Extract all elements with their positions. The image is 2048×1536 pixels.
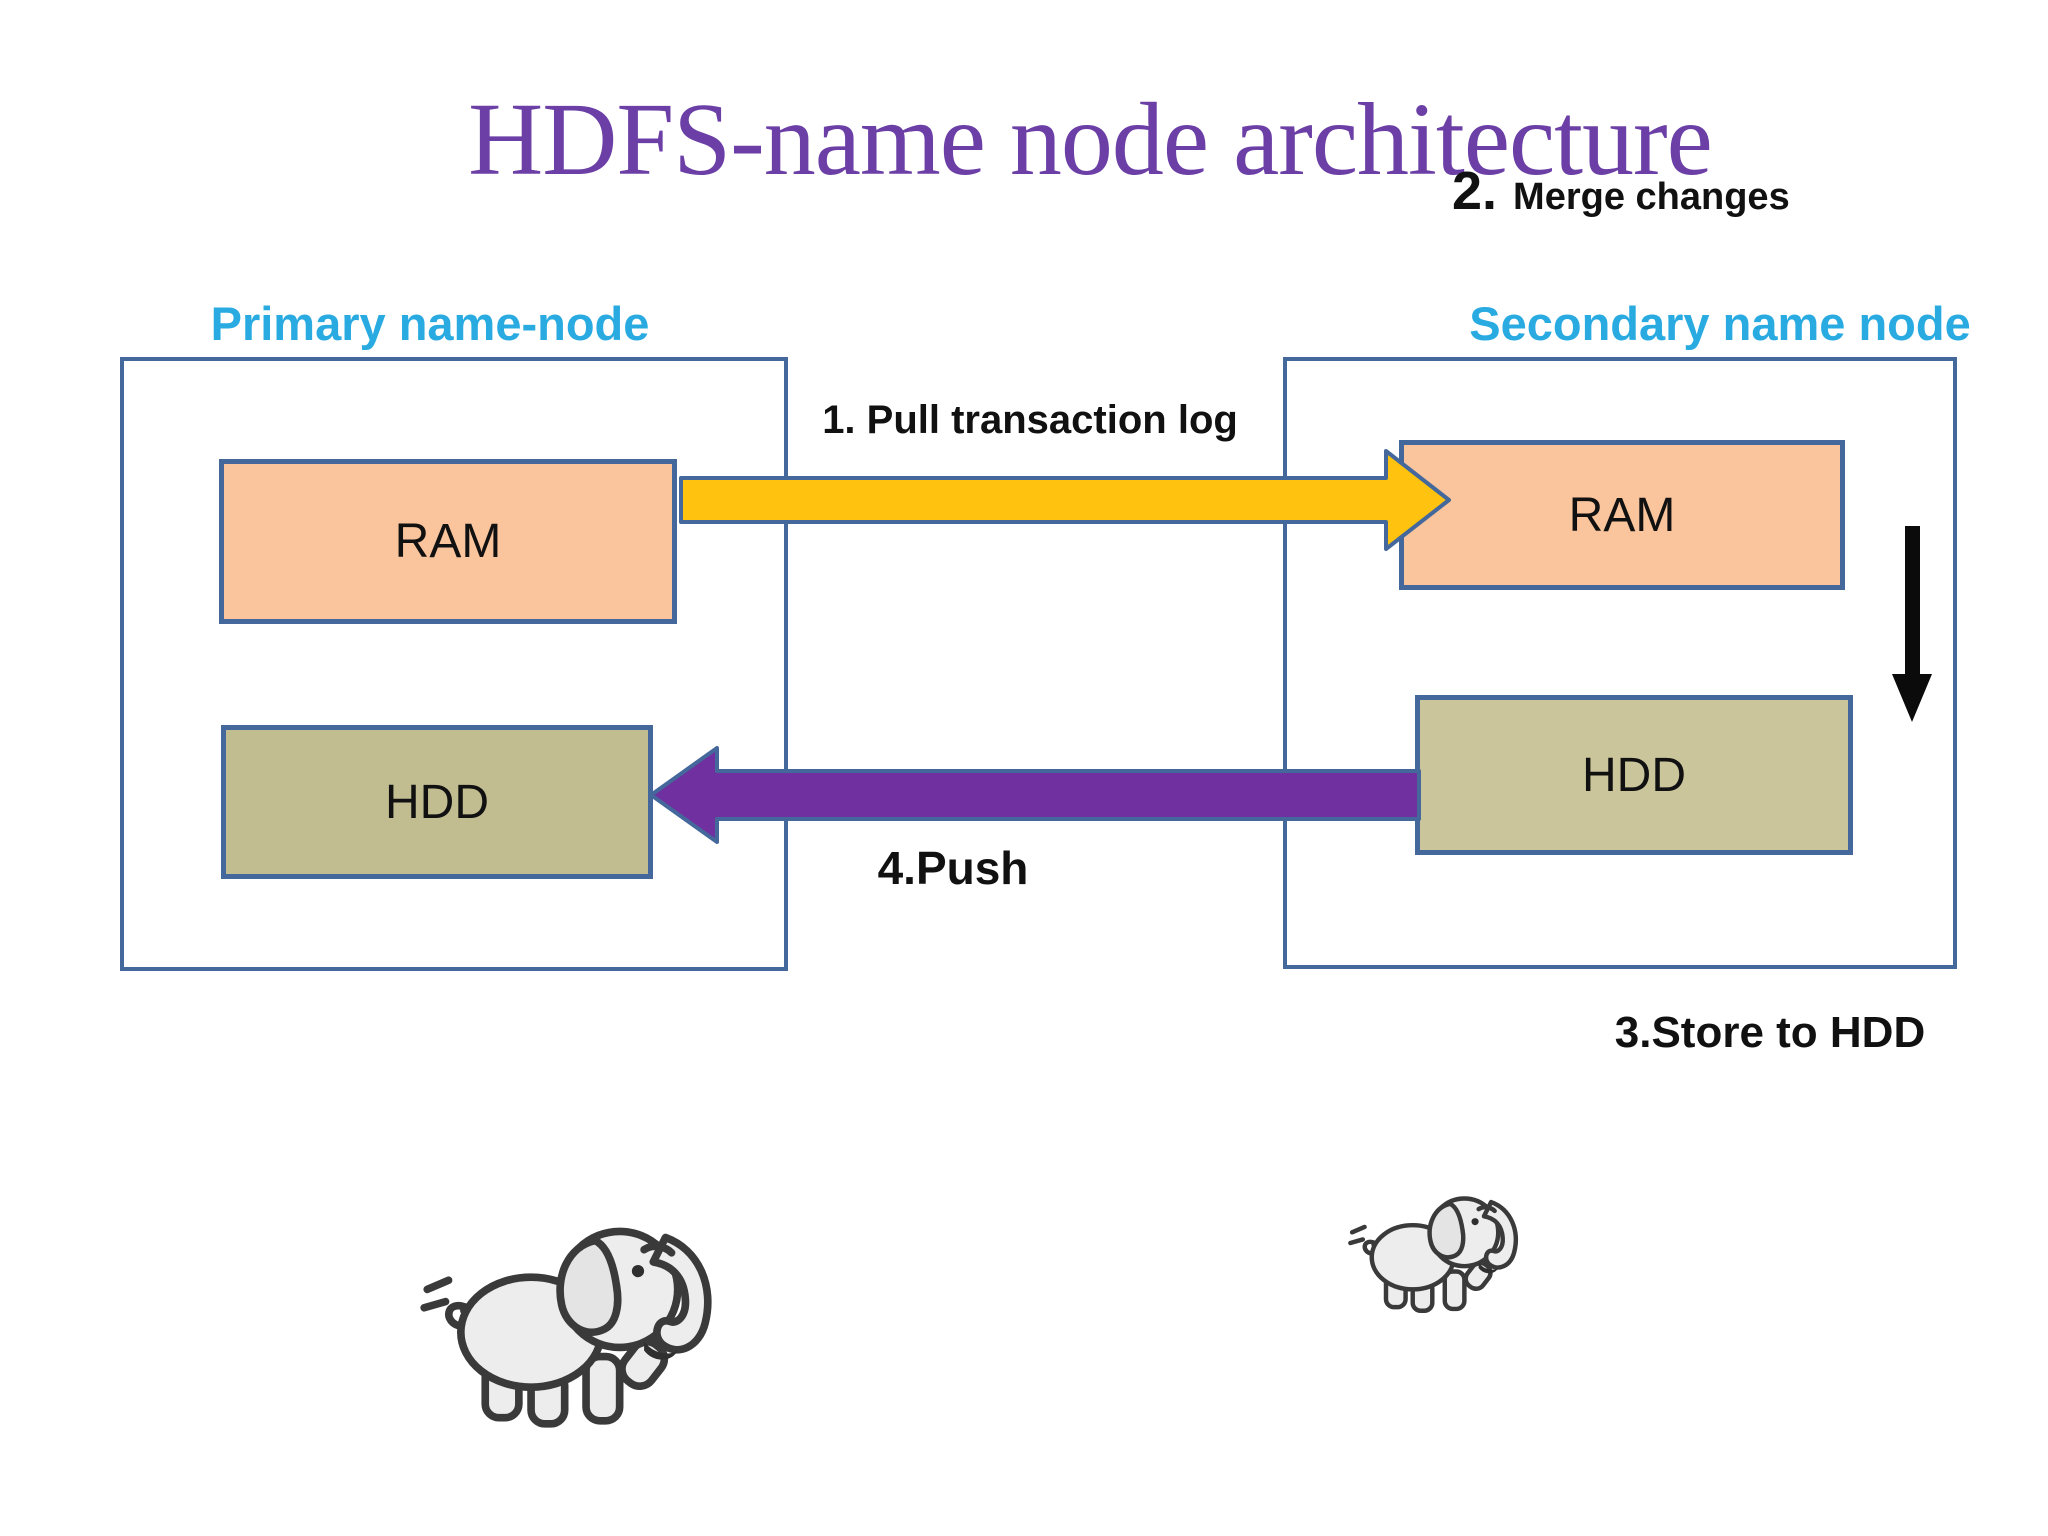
secondary-node-label: Secondary name node [1469,297,1971,350]
secondary-ram-label: RAM [1568,488,1676,542]
primary-hdd-label: HDD [385,775,489,829]
primary-ram-label: RAM [394,515,502,568]
pull-step-label: 1. Pull transaction log [822,398,1238,442]
store-step-label: 3.Store to HDD [1614,1008,1926,1057]
secondary-hdd-label: HDD [1582,748,1686,802]
merge-step-text: Merge changes [1513,176,1790,218]
secondary-ram-box: RAM [1399,440,1845,590]
secondary-hdd-box: HDD [1415,695,1853,855]
page-title: HDFS-name node architecture [468,82,1713,197]
primary-hdd-box: HDD [221,725,653,879]
hadoop-elephant-icon [415,1210,751,1454]
push-step-label: 4.Push [877,842,1029,894]
primary-ram-box: RAM [219,459,677,624]
hadoop-elephant-icon-small [1345,1186,1541,1329]
merge-step-number: 2. [1452,161,1498,221]
merge-step-label: 2. Merge changes [1452,160,1790,222]
primary-node-label: Primary name-node [210,297,650,350]
